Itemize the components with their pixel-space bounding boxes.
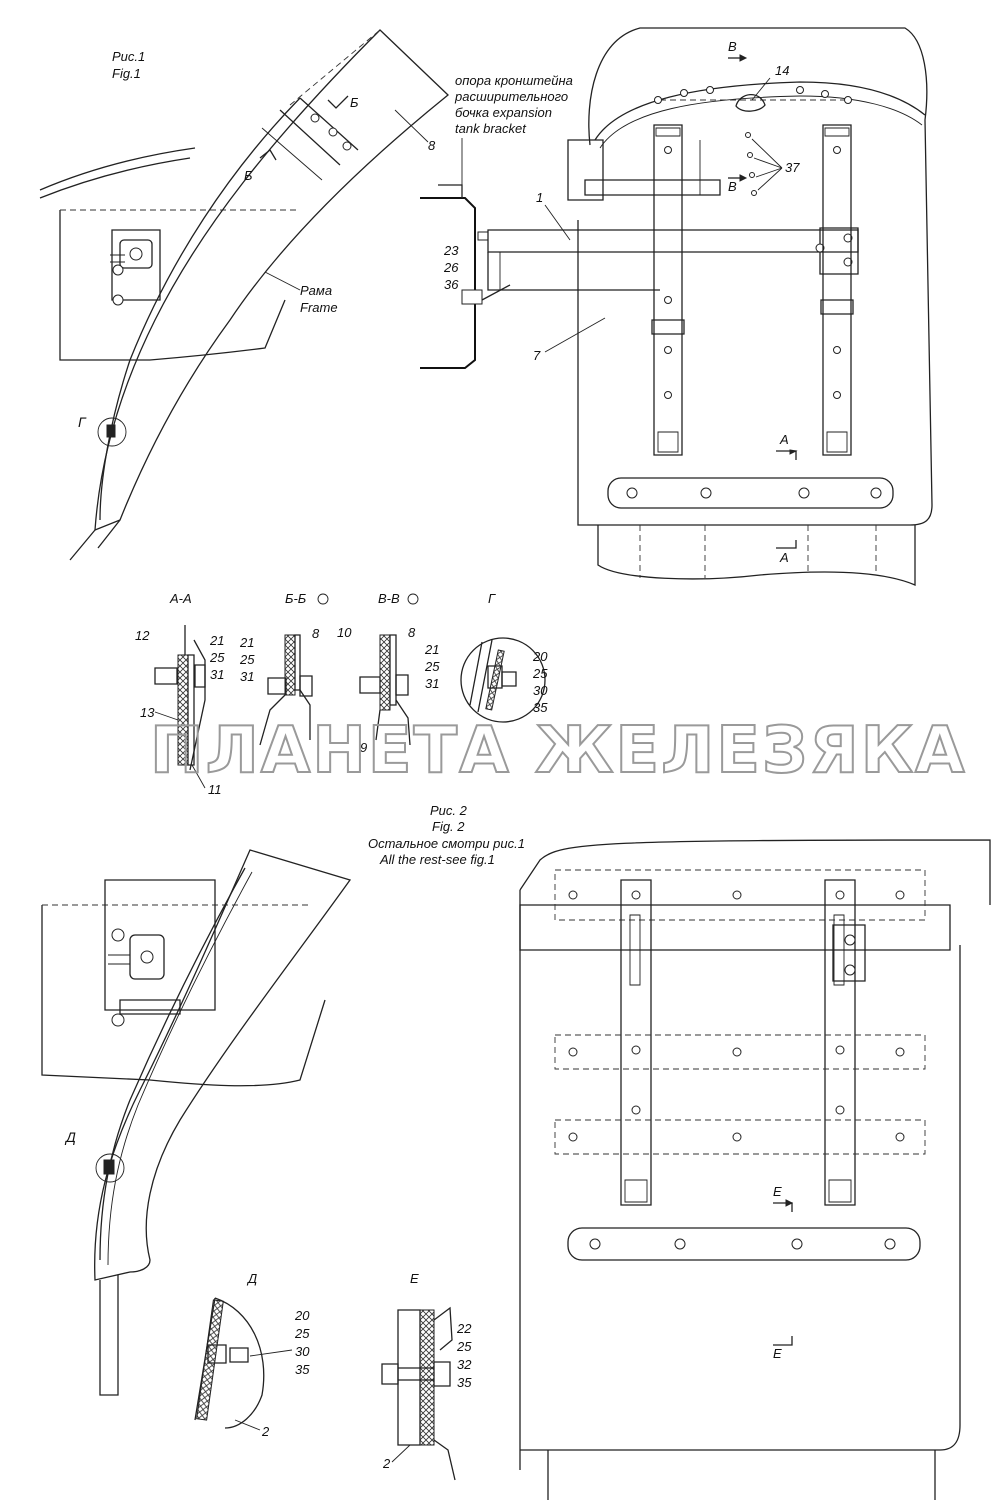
section-bb-label-21: 21	[239, 635, 254, 650]
cross-bar	[488, 230, 858, 252]
fig2-fender-beam	[95, 850, 350, 1280]
section-mark-v-bottom: В	[728, 179, 737, 194]
detail-d-label-35: 35	[295, 1362, 310, 1377]
fig2-note-ru: Остальное смотри рис.1	[368, 836, 525, 851]
detail-g-label-20: 20	[532, 649, 548, 664]
detail-g-label-25: 25	[532, 666, 548, 681]
fig2-caption-en: Fig. 2	[432, 819, 465, 834]
section-mark-e-bottom: Е	[773, 1346, 782, 1361]
detail-e-label-25: 25	[456, 1339, 472, 1354]
fig2-panel-view: Е Е	[520, 840, 990, 1500]
section-aa-label-12: 12	[135, 628, 150, 643]
callout-36: 36	[444, 277, 459, 292]
fig2-captions: Рис. 2 Fig. 2 Остальное смотри рис.1 All…	[368, 803, 525, 867]
section-aa-label-31: 31	[210, 667, 224, 682]
detail-e-title: Е	[410, 1271, 419, 1286]
bracket-note-line4: tank bracket	[455, 121, 527, 136]
cab-arc	[40, 148, 195, 190]
section-aa-title: А-А	[169, 591, 192, 606]
section-aa-label-13: 13	[140, 705, 155, 720]
section-mark-a-top: А	[779, 432, 789, 447]
section-mark-e-top: Е	[773, 1184, 782, 1199]
detail-d-label-20: 20	[294, 1308, 310, 1323]
section-aa-label-11: 11	[208, 782, 222, 797]
detail-d-marker: Д	[64, 1129, 76, 1145]
section-aa: А-А 12 21 25 31 13 11	[135, 591, 225, 797]
callout-37: 37	[785, 160, 800, 175]
section-vv-label-25: 25	[424, 659, 440, 674]
fig2-fender-view: Д	[42, 850, 350, 1395]
section-bb-label-8: 8	[312, 626, 320, 641]
support-bracket	[112, 230, 160, 300]
callout-1: 1	[536, 190, 543, 205]
fig1-panel-view: опора кронштейна расширительного бочка e…	[420, 28, 932, 585]
watermark: ПЛАНЕТА ЖЕЛЕЗЯКА	[150, 714, 967, 788]
section-bb: Б-Б 21 25 31 8	[239, 591, 328, 745]
bracket-note-line3: бочка expansion	[455, 105, 552, 120]
bracket-note-line1: опора кронштейна	[455, 73, 573, 88]
section-bb-title: Б-Б	[285, 591, 307, 606]
detail-d-title: Д	[246, 1271, 257, 1286]
bracket-note-line2: расширительного	[454, 89, 568, 104]
right-strap	[823, 125, 851, 455]
section-vv: В-В 10 8 21 25 31 9	[337, 591, 440, 755]
detail-g-label-30: 30	[533, 683, 548, 698]
frame-label-ru: Рама	[300, 283, 332, 298]
detail-e-label-22: 22	[456, 1321, 472, 1336]
expansion-tank-bracket	[420, 198, 475, 368]
section-vv-label-8: 8	[408, 625, 416, 640]
section-bb-label-25: 25	[239, 652, 255, 667]
detail-d-circle	[96, 1154, 124, 1182]
detail-e-label-2: 2	[382, 1456, 391, 1471]
fig1-caption-ru: Рис.1	[112, 49, 145, 64]
detail-e-label-35: 35	[457, 1375, 472, 1390]
bottom-bar	[608, 478, 893, 508]
detail-g-title: Г	[488, 591, 496, 606]
detail-e: Е 22 25 32 35 2	[382, 1271, 472, 1480]
fig1-fender-view: Рис.1 Fig.1 Г Б Б	[40, 30, 448, 560]
section-mark-b-top: Б	[350, 95, 359, 110]
fig2-caption-ru: Рис. 2	[430, 803, 468, 818]
section-mark-v-top: В	[728, 39, 737, 54]
detail-d-label-2: 2	[261, 1424, 270, 1439]
detail-d-label-30: 30	[295, 1344, 310, 1359]
callout-7: 7	[533, 348, 541, 363]
section-vv-title: В-В	[378, 591, 400, 606]
fender-beam	[95, 30, 448, 530]
detail-g: Г 20 25 30 35	[461, 591, 548, 722]
detail-d: Д 20 25 30 35 2	[195, 1271, 310, 1439]
detail-d-label-25: 25	[294, 1326, 310, 1341]
fig1-caption-en: Fig.1	[112, 66, 141, 81]
callout-26: 26	[443, 260, 459, 275]
detail-e-label-32: 32	[457, 1357, 472, 1372]
section-vv-label-9: 9	[360, 740, 367, 755]
frame-label-en: Frame	[300, 300, 338, 315]
section-aa-label-25: 25	[209, 650, 225, 665]
section-vv-label-21: 21	[424, 642, 439, 657]
fig2-note-en: All the rest-see fig.1	[379, 852, 495, 867]
section-vv-label-10: 10	[337, 625, 352, 640]
section-bb-label-31: 31	[240, 669, 254, 684]
callout-8: 8	[428, 138, 436, 153]
detail-g-label-35: 35	[533, 700, 548, 715]
left-strap	[654, 125, 682, 455]
detail-g-circle	[98, 418, 126, 446]
detail-g-marker: Г	[78, 414, 87, 430]
callout-14: 14	[775, 63, 789, 78]
section-vv-label-31: 31	[425, 676, 439, 691]
mudguard-panel	[578, 28, 932, 525]
section-mark-b-bottom: Б	[244, 168, 253, 183]
section-mark-a-bottom: А	[779, 550, 789, 565]
callout-23: 23	[443, 243, 459, 258]
section-aa-label-21: 21	[209, 633, 224, 648]
